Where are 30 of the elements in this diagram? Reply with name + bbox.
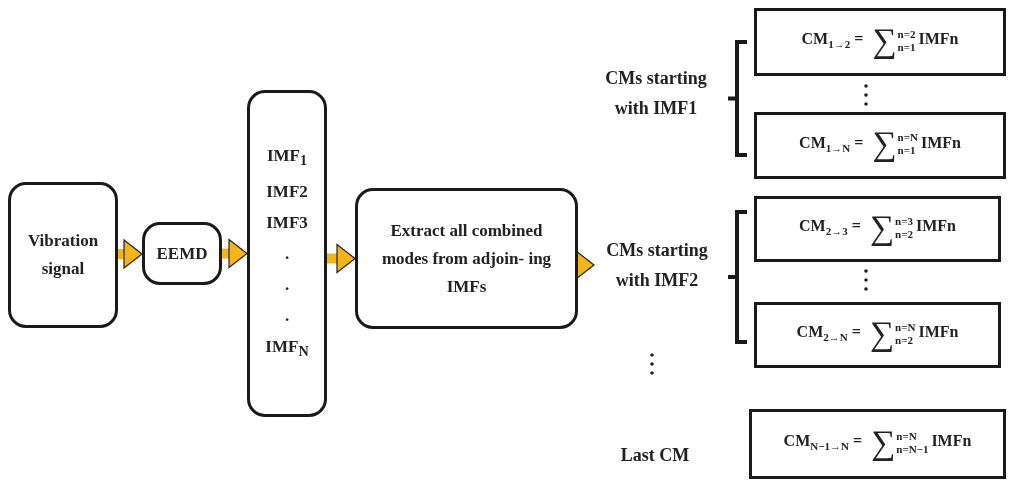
- block-arrow: [118, 239, 143, 269]
- formula-box: [754, 302, 1001, 368]
- formula-text: CM$_{N−1→N}$ = ∑$^{n=N}$$_{n=N−1}$IMFn: [783, 422, 972, 463]
- block-arrow: [327, 243, 356, 274]
- block-arrow: [222, 238, 248, 269]
- stage-label: CMs starting with IMF1: [604, 67, 708, 120]
- box-label: EEMD: [156, 242, 208, 265]
- imf-list-item: IMF$_{1}$: [266, 144, 308, 170]
- box-label: Extract all combined modes from adjoin- ing IMFs: [380, 219, 553, 298]
- formula-text: CM$_{1→N}$ = ∑$^{n=N}$$_{n=1}$IMFn: [799, 124, 961, 165]
- formula-box: [754, 8, 1006, 76]
- imf-list-item: IMF3: [266, 212, 308, 234]
- box-label: Vibration signal: [26, 230, 100, 280]
- formula-text: CM$_{1→2}$ = ∑$^{n=2}$$_{n=1}$IMFn: [801, 20, 959, 61]
- formula-box: [754, 196, 1001, 262]
- formula-text: CM$_{2→3}$ = ∑$^{n=3}$$_{n=2}$IMFn: [799, 207, 956, 248]
- imf-list-item: IMF2: [266, 181, 308, 203]
- formula-text: CM$_{2→N}$ = ∑$^{n=N}$$_{n=2}$IMFn: [796, 313, 959, 354]
- process-box: [142, 222, 222, 285]
- imf-list-item: .: [284, 305, 290, 327]
- formula-box: [754, 112, 1006, 179]
- stage-label: CMs starting with IMF2: [605, 239, 709, 292]
- process-box: [355, 188, 578, 329]
- imf-list-item: .: [284, 243, 290, 265]
- process-box: [8, 182, 118, 328]
- imf-list-item: IMF$_{N}$: [265, 336, 309, 362]
- process-box: [247, 90, 327, 417]
- stage-label: Last CM: [619, 444, 691, 467]
- formula-box: [749, 409, 1006, 479]
- imf-list-item: .: [284, 274, 290, 296]
